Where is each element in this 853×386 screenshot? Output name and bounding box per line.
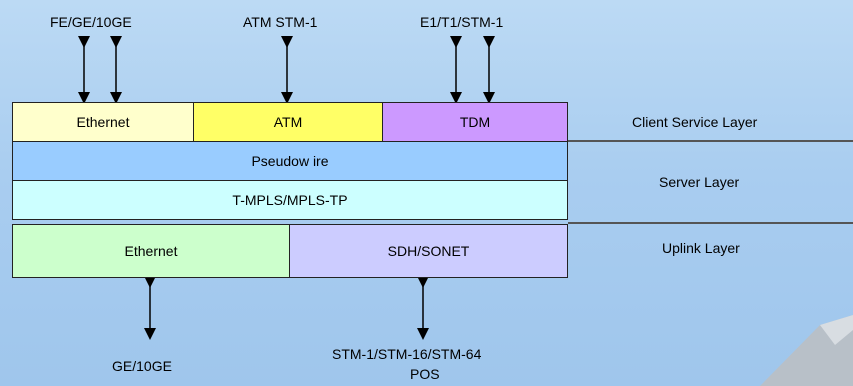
uplink-sdh-label: SDH/SONET — [387, 243, 470, 259]
layer-client-service: Client Service Layer — [632, 114, 758, 130]
uplink-ethernet-cell: Ethernet — [12, 224, 290, 278]
pseudowire-cell: Pseudow ire — [12, 141, 568, 181]
pseudowire-label: Pseudow ire — [251, 153, 329, 169]
client-atm-cell: ATM — [193, 102, 383, 142]
client-ethernet-cell: Ethernet — [12, 102, 194, 142]
tmpls-cell: T-MPLS/MPLS-TP — [12, 180, 568, 220]
uplink-sdh-cell: SDH/SONET — [289, 224, 568, 278]
top-label-e1-t1-stm1: E1/T1/STM-1 — [420, 14, 504, 30]
top-label-fe-ge-10ge: FE/GE/10GE — [50, 14, 132, 30]
divider-client-server — [568, 140, 853, 142]
client-ethernet-label: Ethernet — [76, 114, 130, 130]
bottom-label-pos: POS — [410, 366, 440, 382]
bottom-label-ge-10ge: GE/10GE — [112, 358, 172, 374]
bottom-label-stm: STM-1/STM-16/STM-64 — [332, 346, 482, 362]
client-tdm-label: TDM — [459, 114, 491, 130]
layer-server: Server Layer — [659, 174, 740, 190]
client-tdm-cell: TDM — [382, 102, 568, 142]
top-label-atm-stm1: ATM STM-1 — [243, 14, 318, 30]
layer-uplink: Uplink Layer — [662, 240, 740, 256]
client-atm-label: ATM — [273, 114, 303, 130]
uplink-ethernet-label: Ethernet — [124, 243, 178, 259]
divider-server-uplink — [568, 222, 853, 224]
tmpls-label: T-MPLS/MPLS-TP — [232, 192, 348, 208]
